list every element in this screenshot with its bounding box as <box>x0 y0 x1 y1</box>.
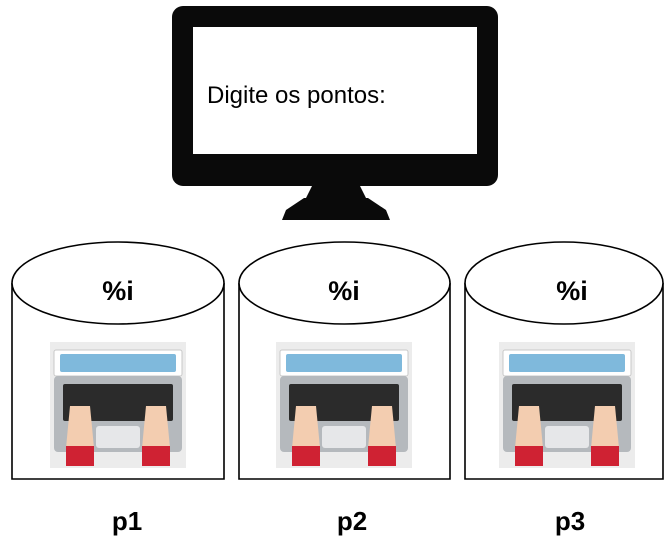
cylinder-top <box>11 241 225 325</box>
laptop-typing-icon <box>276 342 412 468</box>
monitor-neck <box>306 186 366 198</box>
process-label: p3 <box>555 506 585 536</box>
monitor-icon: Digite os pontos: <box>172 6 498 220</box>
monitor-screen-text: Digite os pontos: <box>207 82 386 109</box>
cylinder-top <box>238 241 451 325</box>
laptop-typing-icon <box>50 342 186 468</box>
process-cylinder-p1: %i p1 <box>11 241 225 536</box>
process-label: p1 <box>112 506 142 536</box>
cylinder-top <box>464 241 664 325</box>
cylinder-label: %i <box>556 276 588 306</box>
cylinder-label: %i <box>328 276 360 306</box>
laptop-typing-icon <box>499 342 635 468</box>
monitor-screen <box>193 27 477 154</box>
monitor-stand-base <box>282 198 390 220</box>
cylinder-label: %i <box>102 276 134 306</box>
process-cylinder-p2: %i p2 <box>238 241 451 536</box>
process-label: p2 <box>337 506 367 536</box>
process-cylinder-p3: %i p3 <box>464 241 664 536</box>
